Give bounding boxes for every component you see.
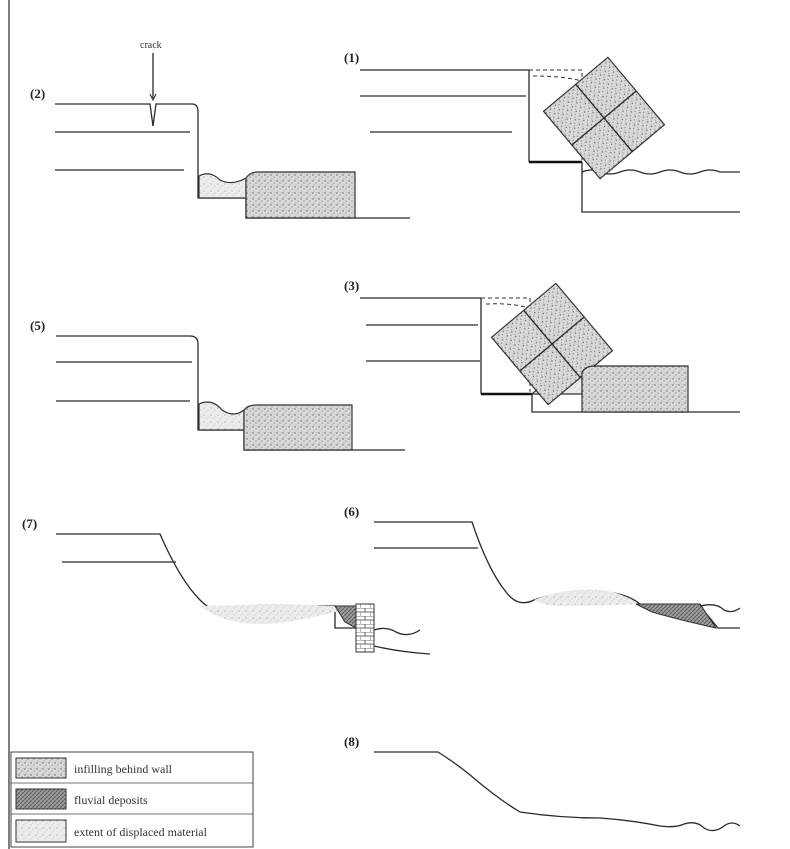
legend: infilling behind wall fluvial deposits e… xyxy=(10,751,254,848)
tree-icon xyxy=(67,288,93,336)
fallen-tree-icon xyxy=(631,53,668,86)
tree-icon xyxy=(649,795,667,826)
tree-icon xyxy=(380,690,412,752)
fallen-tree-icon xyxy=(579,283,616,316)
panel-2: (2) crack xyxy=(30,40,410,219)
tree-icon xyxy=(551,556,569,590)
tree-icon xyxy=(67,486,93,534)
tree-icon xyxy=(506,566,522,594)
tree-icon xyxy=(105,486,131,534)
legend-item-displaced: extent of displaced material xyxy=(15,819,208,843)
tree-icon xyxy=(121,70,139,104)
panel-label: (7) xyxy=(22,516,37,531)
hatch-swatch xyxy=(15,788,67,810)
tree-icon xyxy=(299,381,313,405)
panel-label: (8) xyxy=(344,734,359,749)
tree-icon xyxy=(467,748,485,782)
tree-icon xyxy=(403,250,429,298)
tree-icon xyxy=(653,554,691,608)
tree-icon xyxy=(163,288,189,336)
legend-item-fluvial: fluvial deposits xyxy=(15,788,148,810)
tree-icon xyxy=(492,36,510,70)
tree-icon xyxy=(534,785,550,814)
tree-icon xyxy=(163,70,181,104)
panel-label: (2) xyxy=(30,86,45,101)
dense-stipple-swatch xyxy=(15,757,67,779)
fallen-tree-icon xyxy=(357,409,395,435)
tree-icon xyxy=(501,764,527,812)
tree-icon xyxy=(452,460,484,522)
panel-label: (5) xyxy=(30,318,45,333)
tree-icon xyxy=(374,460,406,522)
panel-1: (1) xyxy=(344,36,740,213)
tree-icon xyxy=(77,70,95,104)
tree-icon xyxy=(607,770,633,818)
panel-3: (3) xyxy=(344,250,740,413)
tree-icon xyxy=(420,690,452,752)
legend-item-infilling: infilling behind wall xyxy=(15,757,173,779)
tree-icon xyxy=(589,556,607,590)
tree-icon xyxy=(410,36,428,70)
fallen-tree-icon xyxy=(693,376,729,395)
crack-label: crack xyxy=(140,40,162,51)
tree-icon xyxy=(269,381,283,405)
panel-8: (8) xyxy=(344,690,741,832)
legend-label: fluvial deposits xyxy=(74,793,148,807)
panel-label: (6) xyxy=(344,504,359,519)
light-stipple-swatch xyxy=(15,819,67,843)
tree-icon xyxy=(562,754,594,816)
tree-icon xyxy=(414,460,446,522)
tree-icon xyxy=(450,250,476,298)
legend-label: infilling behind wall xyxy=(74,762,173,776)
panel-6: (6) xyxy=(344,460,741,629)
retaining-wall xyxy=(355,603,375,653)
panel-label: (1) xyxy=(344,50,359,65)
panel-label: (3) xyxy=(344,278,359,293)
panel-7: (7) xyxy=(22,486,431,655)
legend-label: extent of displaced material xyxy=(74,825,208,839)
panel-5: (5) xyxy=(30,288,405,451)
tree-icon xyxy=(454,36,472,70)
tree-icon xyxy=(145,486,171,534)
fallen-tree-icon xyxy=(362,189,396,203)
tree-icon xyxy=(115,288,141,336)
